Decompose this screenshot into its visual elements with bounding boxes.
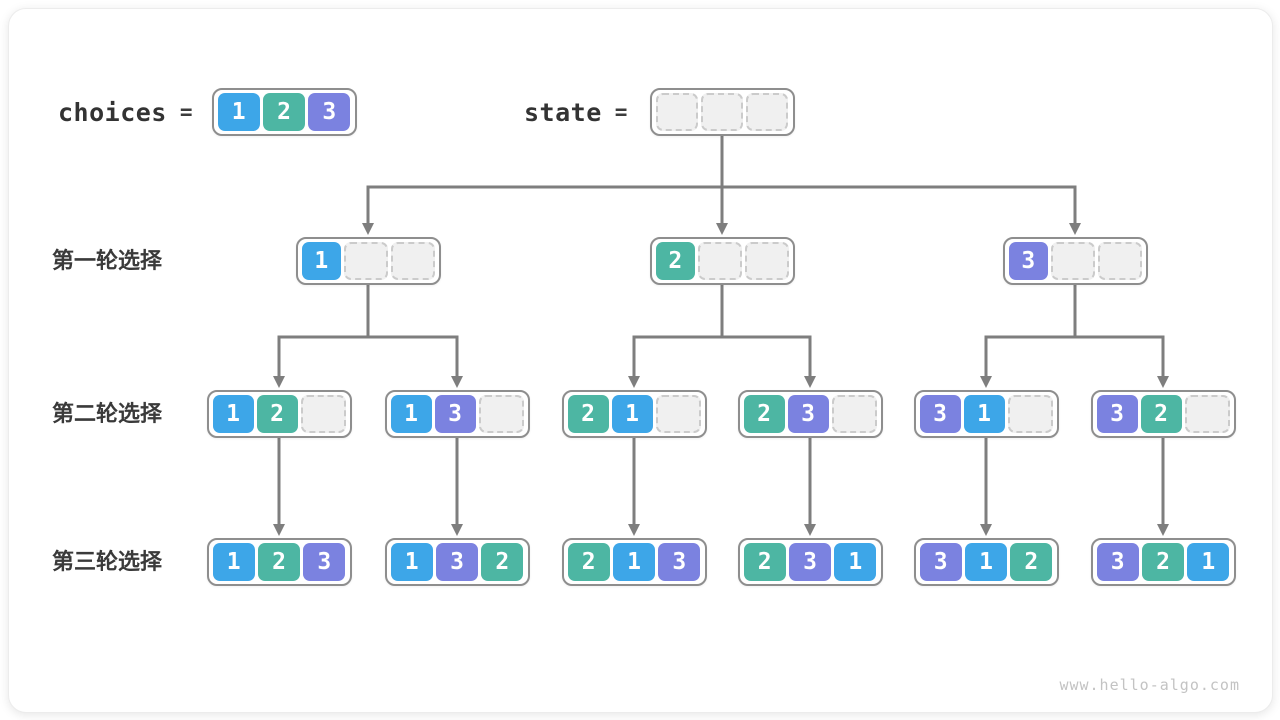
arrowhead-icon	[628, 376, 640, 388]
state-cell-3: 3	[308, 93, 351, 131]
state-cell-empty	[655, 93, 698, 131]
state-cell-3: 3	[1008, 242, 1049, 280]
state-cell-3: 3	[919, 543, 962, 581]
arrowhead-icon	[980, 376, 992, 388]
state-cell-1: 1	[1187, 543, 1230, 581]
state-label: state	[524, 97, 602, 127]
state-cell-3: 3	[1096, 395, 1138, 433]
state-node-root	[649, 88, 795, 136]
state-cell-1: 1	[217, 93, 260, 131]
state-cell-1: 1	[964, 543, 1008, 581]
row-label-round-1: 第一轮选择	[52, 248, 163, 273]
state-cell-1: 1	[612, 543, 656, 581]
state-equals-sign: =	[614, 100, 628, 124]
state-cell-empty	[744, 242, 789, 280]
row-label-round-2: 第二轮选择	[52, 401, 163, 426]
choices-header: choices =	[58, 88, 193, 136]
arrowhead-icon	[716, 223, 728, 235]
state-cell-2: 2	[567, 395, 609, 433]
watermark-url: www.hello-algo.com	[1059, 676, 1240, 694]
state-cell-1: 1	[390, 543, 433, 581]
state-cell-2: 2	[481, 543, 524, 581]
choices-label: choices	[58, 97, 167, 127]
state-cell-empty	[390, 242, 435, 280]
state-cell-2: 2	[743, 395, 785, 433]
arrowhead-icon	[804, 376, 816, 388]
state-cell-empty	[1184, 395, 1230, 433]
state-node-n1: 1	[295, 237, 441, 285]
state-cell-1: 1	[301, 242, 342, 280]
state-cell-3: 3	[1096, 543, 1139, 581]
state-node-n2: 2	[649, 237, 795, 285]
state-cell-3: 3	[435, 543, 479, 581]
state-node-n3: 3	[1002, 237, 1148, 285]
state-cell-empty	[1051, 242, 1095, 280]
state-cell-2: 2	[1010, 543, 1053, 581]
state-cell-3: 3	[434, 395, 476, 433]
arrowhead-icon	[362, 223, 374, 235]
state-cell-2: 2	[262, 93, 306, 131]
state-cell-1: 1	[212, 395, 254, 433]
state-cell-empty	[831, 395, 877, 433]
state-cell-2: 2	[257, 543, 301, 581]
state-cell-empty	[300, 395, 346, 433]
state-cell-3: 3	[788, 543, 832, 581]
arrowhead-icon	[804, 524, 816, 536]
arrowhead-icon	[628, 524, 640, 536]
state-cell-1: 1	[212, 543, 255, 581]
state-cell-2: 2	[567, 543, 610, 581]
state-cell-2: 2	[743, 543, 786, 581]
arrowhead-icon	[451, 524, 463, 536]
state-cell-3: 3	[303, 543, 346, 581]
state-header: state =	[524, 88, 627, 136]
state-cell-empty	[478, 395, 524, 433]
state-cell-empty	[698, 242, 742, 280]
state-cell-empty	[746, 93, 789, 131]
arrowhead-icon	[273, 376, 285, 388]
state-cell-1: 1	[390, 395, 432, 433]
state-cell-2: 2	[256, 395, 298, 433]
state-cell-empty	[1007, 395, 1053, 433]
arrowhead-icon	[1157, 376, 1169, 388]
state-cell-3: 3	[787, 395, 829, 433]
arrowhead-icon	[1069, 223, 1081, 235]
state-cell-2: 2	[655, 242, 696, 280]
arrowhead-icon	[1157, 524, 1169, 536]
state-cell-2: 2	[1141, 543, 1185, 581]
state-cell-1: 1	[963, 395, 1005, 433]
choices-equals-sign: =	[179, 100, 193, 124]
arrowhead-icon	[451, 376, 463, 388]
state-cell-2: 2	[1140, 395, 1182, 433]
state-cell-empty	[344, 242, 388, 280]
state-cell-3: 3	[658, 543, 701, 581]
state-cell-3: 3	[919, 395, 961, 433]
state-cell-empty	[655, 395, 701, 433]
state-cell-1: 1	[611, 395, 653, 433]
state-cell-empty	[700, 93, 744, 131]
state-cell-empty	[1097, 242, 1142, 280]
arrowhead-icon	[980, 524, 992, 536]
arrowhead-icon	[273, 524, 285, 536]
state-cell-1: 1	[834, 543, 877, 581]
row-label-round-3: 第三轮选择	[52, 549, 163, 574]
